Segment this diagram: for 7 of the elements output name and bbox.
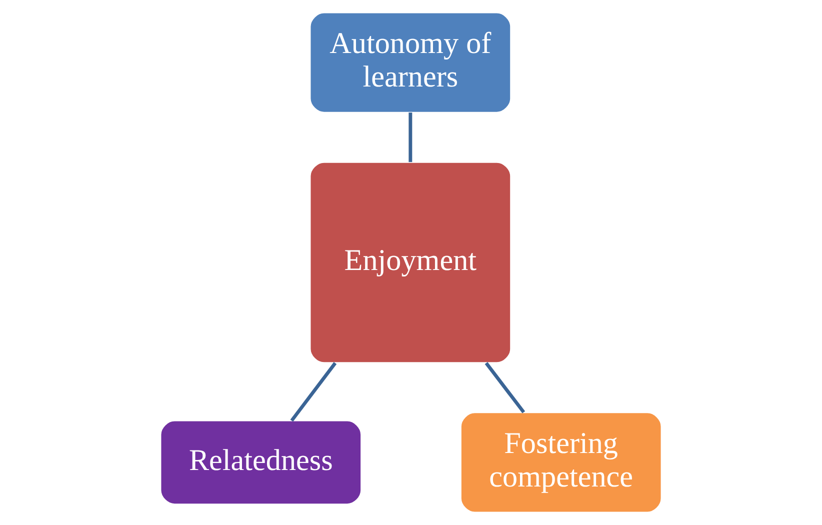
node-box: Autonomy of learners [310,12,512,113]
node-box: Relatedness [160,420,362,505]
node-box: Fostering competence [460,412,662,513]
connector [484,362,526,414]
connector [290,362,337,422]
node-box: Enjoyment [310,162,512,364]
connector [408,112,412,162]
